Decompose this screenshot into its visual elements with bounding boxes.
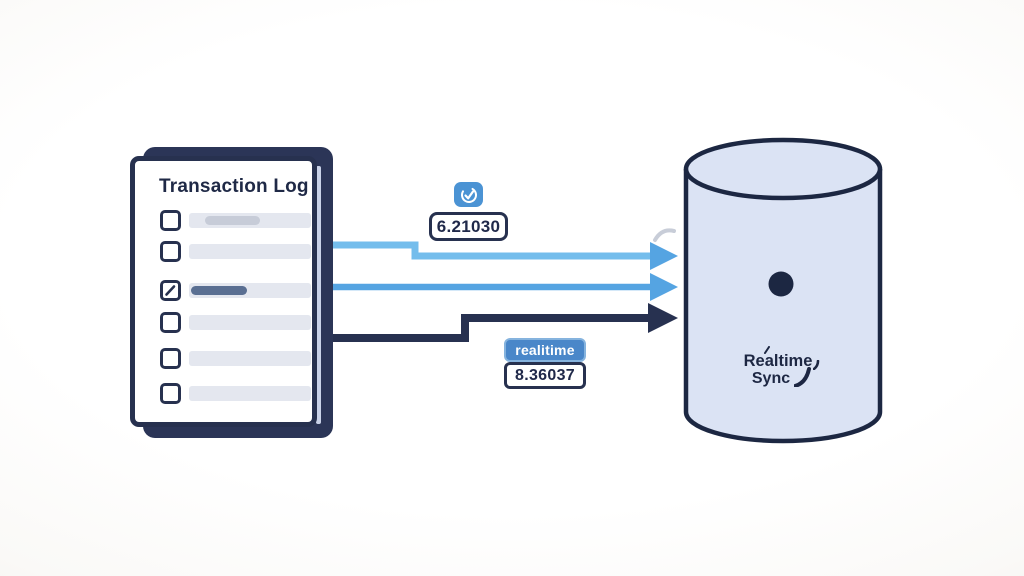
transaction-log-document: Transaction Log [130, 156, 317, 427]
log-entry-bar [189, 244, 311, 259]
log-row [160, 280, 311, 302]
sync-swoosh-icon [794, 367, 812, 387]
bottom-value-box: 8.36037 [504, 362, 586, 389]
cylinder-top [683, 137, 883, 201]
crescent-accent-icon [653, 228, 676, 242]
arrowhead-icon [650, 273, 678, 301]
sync-badge [454, 182, 483, 207]
arrowhead-icon [648, 303, 678, 333]
comma-swoosh-icon [813, 360, 820, 370]
arrow-bottom-navy [321, 303, 678, 342]
arrow-top-lightblue [321, 241, 678, 270]
checkbox-icon [160, 383, 181, 404]
database-label: Realtime Sync [722, 346, 842, 387]
checkbox-icon [160, 312, 181, 333]
top-value-box: 6.21030 [429, 212, 508, 241]
log-row [160, 348, 311, 370]
checkbox-icon [160, 348, 181, 369]
stream-badge: realitime [504, 338, 586, 362]
log-entry-bar [189, 213, 311, 228]
checkbox-icon [160, 210, 181, 231]
arrowhead-icon [650, 242, 678, 270]
cylinder-body [683, 169, 883, 444]
log-row [160, 241, 311, 263]
database-cylinder [683, 137, 883, 444]
document-title: Transaction Log [159, 176, 309, 197]
log-entry-bar [189, 283, 311, 298]
log-entry-bar [189, 386, 311, 401]
database-label-line2: Sync [751, 370, 791, 387]
log-row [160, 312, 311, 334]
log-entry-bar [189, 315, 311, 330]
log-row [160, 383, 311, 405]
arrow-middle-blue [321, 273, 678, 301]
sync-check-icon [460, 186, 477, 203]
log-entry-pill-gray [205, 216, 260, 225]
cylinder-dot [768, 271, 794, 297]
log-row [160, 210, 311, 232]
checkbox-checked-icon [160, 280, 181, 301]
checkbox-icon [160, 241, 181, 262]
accent-mark-icon [764, 346, 770, 354]
document-page-edge [316, 166, 321, 424]
log-entry-bar [189, 351, 311, 366]
database-label-line1: Realtime [743, 351, 813, 370]
log-entry-pill-highlight [191, 286, 247, 295]
